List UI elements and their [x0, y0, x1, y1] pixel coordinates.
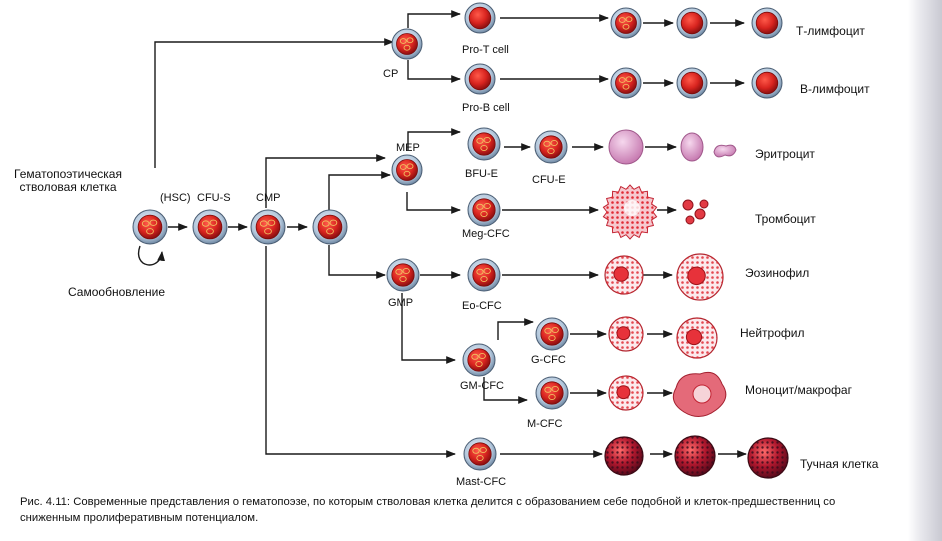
pro-t-cell	[464, 2, 496, 34]
b-intermediate-cell	[676, 67, 708, 99]
arrow-branch-to-gmp	[328, 245, 386, 279]
pro-b-label: Pro-B cell	[462, 102, 510, 114]
outcome-thrombocyte: Тромбоцит	[755, 212, 816, 226]
hsc-cell	[132, 209, 168, 245]
arrow-mep-to-bfu-e	[407, 128, 461, 150]
intermediate-progenitor-cell	[312, 209, 348, 245]
eo-cfc-label: Eo-CFC	[462, 300, 502, 312]
erythrocyte-cell	[680, 132, 704, 162]
connector-lines	[137, 10, 747, 458]
t-precursor-cell	[610, 7, 642, 39]
self-renewal-label: Самообновление	[68, 285, 166, 299]
outcome-mast-cell: Тучная клетка	[800, 457, 879, 471]
cp-cell	[391, 28, 423, 60]
arrow-gm-to-g	[497, 318, 534, 340]
bfu-e-cell	[467, 127, 501, 161]
gm-cfc-cell	[462, 343, 496, 377]
arrow-gm-to-m	[483, 377, 528, 404]
bfu-e-label: BFU-E	[465, 168, 498, 180]
m-cfc-label: M-CFC	[527, 418, 563, 430]
mast-precursor-cell	[604, 436, 644, 476]
hsc-label: (HSC)	[160, 192, 191, 204]
mep-cell	[391, 154, 423, 186]
gmp-label: GMP	[388, 297, 414, 309]
outcome-neutrophil: Нейтрофил	[740, 326, 805, 340]
outcome-b-lymphocyte: В-лимфоцит	[800, 82, 870, 96]
mep-label: MEP	[396, 142, 420, 154]
cfu-s-label: CFU-S	[197, 192, 231, 204]
gm-cfc-label: GM-CFC	[460, 380, 504, 392]
arrow-cmp-to-mast	[265, 246, 456, 458]
m-cfc-cell	[535, 376, 569, 410]
cfu-s-cell	[192, 209, 228, 245]
erythrocyte-biconcave	[713, 144, 737, 158]
g-cfc-label: G-CFC	[531, 354, 566, 366]
reticulocyte-cell	[608, 129, 644, 165]
arrow-cp-to-pro-b	[407, 60, 461, 83]
monocyte-precursor-cell	[608, 375, 644, 411]
b-lymphocyte-cell	[751, 67, 783, 99]
platelet-cell	[682, 199, 694, 211]
eo-cfc-cell	[467, 258, 501, 292]
platelet-cell	[699, 199, 709, 209]
outcome-eosinophil: Эозинофил	[745, 266, 810, 280]
outcome-t-lymphocyte: Т-лимфоцит	[796, 24, 865, 38]
t-lymphocyte-cell	[751, 7, 783, 39]
gmp-cell	[386, 258, 420, 292]
arrow-cp-to-pro-t	[407, 10, 461, 28]
cmp-label: CMP	[256, 192, 281, 204]
pro-t-label: Pro-T cell	[462, 44, 509, 56]
hsc-title-label: Гематопоэтическая стволовая клетка	[14, 167, 122, 194]
cell-nodes	[132, 2, 789, 479]
figure-caption: Рис. 4.11: Современные представления о г…	[20, 496, 836, 524]
arrow-hsc-to-cp	[154, 38, 394, 168]
arrow-mep-to-meg	[406, 192, 461, 214]
mast-cell	[747, 437, 789, 479]
meg-cfc-label: Meg-CFC	[462, 228, 510, 240]
neutrophil-cell	[676, 317, 718, 359]
arrow-cmp-to-mep	[265, 154, 386, 208]
eosinophil-cell	[676, 253, 724, 301]
cfu-e-cell	[534, 130, 568, 164]
neutrophil-precursor-cell	[608, 316, 644, 352]
self-renewal-arrow	[137, 245, 166, 266]
meg-cfc-cell	[467, 193, 501, 227]
arrow-gmp-to-gm	[401, 293, 456, 364]
macrophage-cell	[672, 371, 727, 417]
mast-cfc-label: Mast-CFC	[456, 476, 507, 488]
megakaryocyte-cell	[602, 184, 658, 240]
arrow-branch-to-mep	[328, 171, 391, 210]
cp-label: CP	[383, 68, 399, 80]
outcome-monocyte: Моноцит/макрофаг	[745, 383, 852, 397]
eosinophil-precursor-cell	[604, 255, 644, 295]
mast-intermediate-cell	[674, 435, 716, 477]
g-cfc-cell	[535, 317, 569, 351]
cmp-cell	[250, 209, 286, 245]
b-precursor-cell	[610, 67, 642, 99]
platelet-cell	[685, 215, 695, 225]
outcome-erythrocyte: Эритроцит	[755, 147, 815, 161]
page-edge-shadow	[908, 0, 942, 541]
pro-b-cell	[464, 63, 496, 95]
platelet-cell	[694, 208, 706, 220]
t-intermediate-cell	[676, 7, 708, 39]
cfu-e-label: CFU-E	[532, 174, 566, 186]
mast-cfc-cell	[463, 437, 497, 471]
